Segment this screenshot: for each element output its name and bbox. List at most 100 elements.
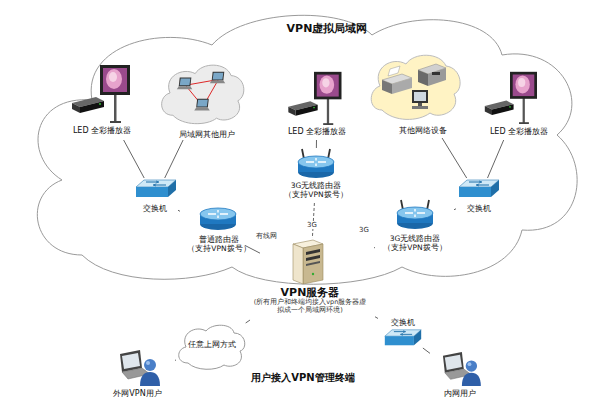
led-player-icon <box>70 62 130 124</box>
icon-part <box>432 72 440 75</box>
icon-part <box>177 86 193 89</box>
lan-users: 局域网其他用户 <box>155 60 250 140</box>
icon-part <box>513 75 535 97</box>
router-3g: 3G无线路由器 （支持VPN拨号） <box>275 148 357 203</box>
node-label: 3G无线路由器 （支持VPN拨号） <box>374 234 456 252</box>
led-player: LED 全彩播放器 <box>474 68 564 140</box>
vpn-server: VPN服务器(所有用户和终端均接入vpn服务器虚拟成一个局域网环境) <box>245 238 375 320</box>
icon-part <box>382 80 392 94</box>
vpn-server-icon <box>287 238 327 286</box>
icon-part <box>412 106 428 109</box>
lan-users-icon <box>158 62 246 124</box>
node-label: 内网用户 <box>430 389 490 399</box>
icon-part <box>519 122 529 124</box>
icon-part <box>179 78 192 87</box>
network-link <box>245 245 260 253</box>
icon-part <box>510 72 537 99</box>
router-3g-icon <box>296 148 336 180</box>
network-link <box>312 203 314 238</box>
icon-part <box>509 106 511 108</box>
icon-part <box>418 103 422 106</box>
icon-part <box>109 72 117 82</box>
remote-user-icon <box>116 348 160 386</box>
icon-part <box>100 65 130 95</box>
icon-part <box>322 78 329 87</box>
icon-part <box>327 98 329 126</box>
led-player-icon <box>284 70 344 125</box>
node-label: 局域网其他用户 <box>163 130 250 140</box>
icon-part <box>523 97 525 124</box>
icon-part <box>200 208 236 220</box>
node-label: 任意上网方式 <box>176 340 248 349</box>
led-player: LED 全彩播放器 <box>62 60 142 140</box>
icon-part <box>385 336 414 345</box>
icon-part <box>466 360 477 371</box>
icon-part <box>392 78 412 94</box>
icon-part <box>312 273 314 275</box>
icon-part <box>122 353 140 369</box>
icon-part <box>288 107 295 116</box>
network-link <box>316 140 317 148</box>
icon-part <box>492 104 514 115</box>
internet-cloud: 任意上网方式 <box>176 323 248 369</box>
router-3g: 3G无线路由器 （支持VPN拨号） <box>374 198 456 258</box>
icon-part <box>306 249 320 255</box>
node-label: 交换机 <box>130 204 180 214</box>
vpn-cloud-icon <box>22 5 578 283</box>
icon-part <box>110 121 121 123</box>
icon-part <box>197 100 208 107</box>
network-link <box>178 210 180 211</box>
icon-part <box>37 15 577 284</box>
switch-icon <box>384 328 422 348</box>
node-label: 普通路由器 （支持VPN拨号） <box>178 235 260 253</box>
node-note: (所有用户和终端均接入vpn服务器虚拟成一个局域网环境) <box>253 299 367 315</box>
switch: 交换机 <box>378 318 428 348</box>
node-label: 交换机 <box>378 318 428 328</box>
network-devices-icon <box>368 52 462 120</box>
icon-part <box>146 182 166 185</box>
icon-part <box>313 107 315 109</box>
icon-part <box>397 207 433 219</box>
node-label: 3G无线路由器 （支持VPN拨号） <box>275 181 357 199</box>
led-player: LED 全彩播放器 <box>272 68 362 140</box>
icon-part <box>320 76 335 94</box>
icon-part <box>515 75 529 93</box>
icon-part <box>314 72 342 100</box>
icon-part <box>293 244 303 284</box>
icon-part <box>371 55 460 119</box>
icon-part <box>196 99 209 108</box>
icon-part <box>414 330 421 345</box>
icon-part <box>303 244 323 284</box>
icon-part <box>412 90 428 103</box>
icon-part <box>162 65 244 124</box>
router-icon <box>198 206 238 232</box>
icon-part <box>136 187 168 197</box>
network-link <box>246 320 250 323</box>
icon-part <box>306 261 320 266</box>
icon-part <box>146 361 150 365</box>
icon-part <box>323 123 333 125</box>
icon-part <box>485 106 492 115</box>
icon-part <box>80 101 104 113</box>
icon-part <box>306 255 320 261</box>
icon-part <box>414 92 426 101</box>
icon-part <box>445 355 462 370</box>
icon-part <box>462 373 481 386</box>
icon-part <box>168 180 176 197</box>
icon-part <box>213 73 224 80</box>
icon-part <box>428 68 446 86</box>
node-label: 交换机 <box>454 204 504 214</box>
node-label: 其他网络设备 <box>381 126 465 136</box>
node-label: LED 全彩播放器 <box>474 127 564 137</box>
network-link <box>442 138 467 178</box>
node-label: LED 全彩播放器 <box>272 127 362 137</box>
icon-part <box>388 66 400 76</box>
network-link <box>375 317 378 319</box>
icon-part <box>180 78 191 85</box>
local-user-icon <box>438 350 482 386</box>
switch: 交换机 <box>454 178 504 218</box>
icon-part <box>468 362 472 366</box>
network-link <box>488 140 504 178</box>
icon-part <box>296 105 318 116</box>
